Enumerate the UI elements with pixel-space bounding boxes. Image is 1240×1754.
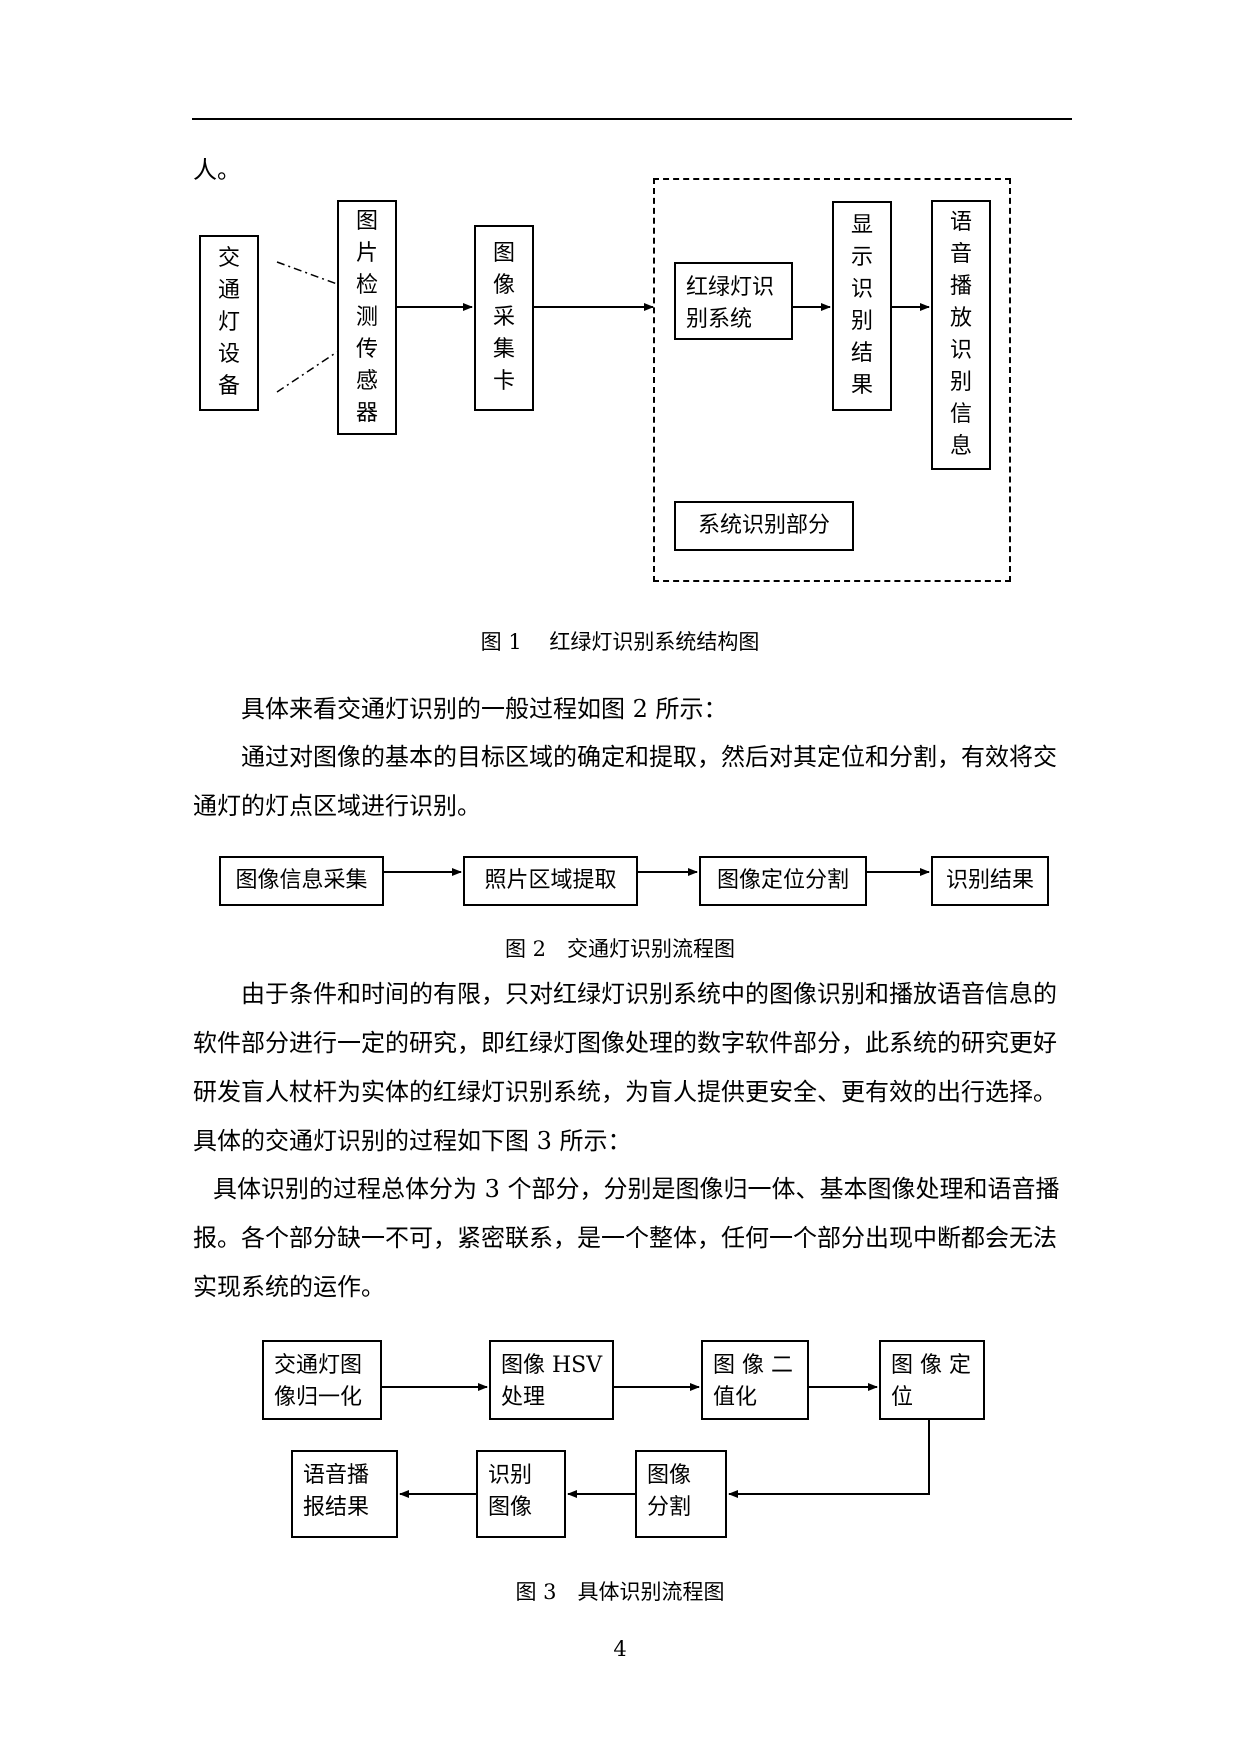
flow2-step-segment: 图像定位分割 <box>699 856 867 906</box>
flow3-announce: 语音播报结果 <box>291 1450 398 1538</box>
flow3-segment: 图像分割 <box>635 1450 727 1538</box>
figure-1-caption: 图 1 红绿灯识别系统结构图 <box>480 630 760 654</box>
sensor-beam-upper <box>276 261 338 285</box>
flow3-recognize: 识别图像 <box>476 1450 566 1538</box>
voice-info-box: 语音播放识别信息 <box>931 200 991 470</box>
flow3-normalize: 交通灯图像归一化 <box>262 1340 382 1420</box>
display-result-box: 显示识别结果 <box>832 201 892 411</box>
flow2-step-capture: 图像信息采集 <box>219 856 384 906</box>
system-group-boundary <box>653 178 1011 582</box>
flow3-locate: 图 像 定位 <box>879 1340 985 1420</box>
recognition-system-box: 红绿灯识别系统 <box>674 262 793 340</box>
flow2-step-extract: 照片区域提取 <box>463 856 638 906</box>
paragraph-2: 通过对图像的基本的目标区域的确定和提取，然后对其定位和分割，有效将交通灯的灯点区… <box>193 743 1057 820</box>
system-recognition-label-box: 系统识别部分 <box>674 501 854 551</box>
capture-card-box: 图像采集卡 <box>474 225 534 411</box>
figure-3-caption: 图 3 具体识别流程图 <box>515 1580 725 1604</box>
traffic-light-device-box: 交通灯设备 <box>199 235 259 411</box>
paragraph-1: 具体来看交通灯识别的一般过程如图 2 所示： <box>241 695 728 723</box>
top-text: 人。 <box>193 156 241 184</box>
sensor-box: 图片检测传感器 <box>337 200 397 435</box>
header-rule <box>192 118 1072 120</box>
page-number: 4 <box>613 1637 627 1661</box>
figure-2-caption: 图 2 交通灯识别流程图 <box>504 937 736 961</box>
sensor-beam-lower <box>276 351 338 393</box>
paragraph-3: 由于条件和时间的有限，只对红绿灯识别系统中的图像识别和播放语音信息的软件部分进行… <box>193 980 1057 1155</box>
flow3-binarize: 图 像 二值化 <box>701 1340 809 1420</box>
flow2-step-result: 识别结果 <box>931 856 1049 906</box>
flow3-arrow-4 <box>728 1420 930 1498</box>
paragraph-4: 具体识别的过程总体分为 3 个部分，分别是图像归一体、基本图像处理和语音播报。各… <box>193 1175 1060 1301</box>
